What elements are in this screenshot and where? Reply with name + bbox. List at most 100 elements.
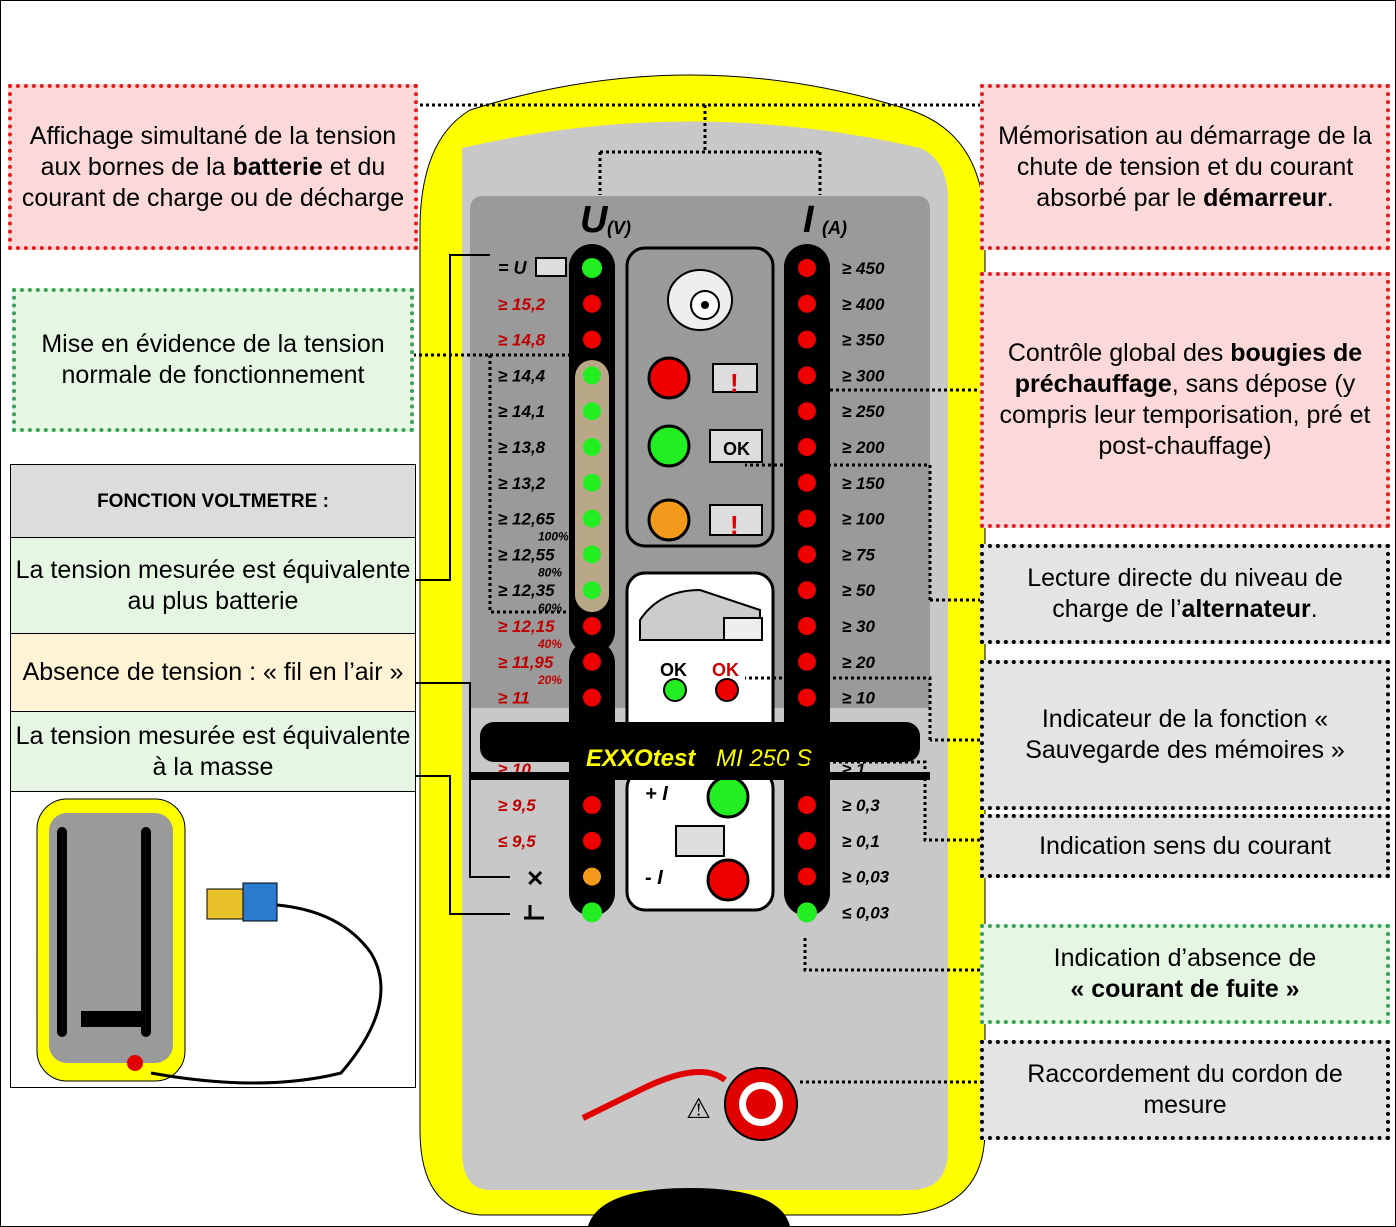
- callout-dir-text: Indication sens du courant: [1039, 831, 1331, 860]
- callout-glow-post: , sans dépose (y compris leur temporisat…: [999, 370, 1371, 460]
- i-axis-label: I: [803, 199, 815, 241]
- u-scale-label: ≥ 14,1: [498, 402, 545, 421]
- callout-memo-pre: Mémorisation au démarrage de la chute de…: [998, 121, 1372, 212]
- u-led: [582, 258, 602, 278]
- callout-glow-plugs: Contrôle global des bougies de préchauff…: [980, 272, 1390, 528]
- callout-display-post: et du courant de charge ou de décharge: [21, 152, 405, 212]
- led-current-positive: [706, 775, 750, 819]
- u-scale-label: ≥ 14,4: [498, 366, 546, 385]
- i-led: [798, 402, 816, 421]
- svg-text:!: !: [730, 368, 739, 398]
- i-led: [798, 867, 816, 886]
- led-alternator-ok: [647, 424, 691, 468]
- direction-battery-icon: [675, 825, 725, 857]
- leader-lines: [413, 103, 980, 1084]
- callout-current-direction: Indication sens du courant: [980, 814, 1390, 878]
- u-axis-unit: (V): [607, 218, 631, 238]
- i-led: [798, 652, 816, 671]
- module-alternator: [625, 246, 775, 548]
- i-scale-label: ≥ 200: [842, 438, 885, 457]
- i-led: [798, 545, 816, 564]
- callout-memo-bold: démarreur: [1203, 183, 1327, 212]
- voltmeter-function-box: FONCTION VOLTMETRE : La tension mesurée …: [10, 464, 416, 1088]
- i-led: [798, 330, 816, 349]
- u-led: [583, 330, 601, 349]
- u-led: [583, 867, 601, 886]
- u-pct-label: 20%: [537, 673, 562, 687]
- model-name: MI 250 S: [716, 745, 812, 772]
- alternator-icon: [667, 269, 733, 331]
- callout-alt-post: .: [1310, 595, 1318, 623]
- u-leds: [582, 258, 602, 923]
- test-lead: [581, 1069, 727, 1121]
- i-scale-label: ≥ 50: [842, 581, 876, 600]
- u-pct-label: 40%: [537, 637, 562, 651]
- u-led: [583, 581, 601, 600]
- u-scale-label: ≥ 13,8: [498, 438, 546, 457]
- u-pct-label: 80%: [538, 565, 562, 579]
- led-alternator-fault: [647, 356, 691, 400]
- u-scale-label: ≥ 14,8: [498, 331, 546, 350]
- svg-text:!: !: [730, 510, 739, 540]
- i-scale-label: ≥ 0,1: [842, 832, 880, 851]
- i-scale-label: ≥ 350: [842, 331, 885, 350]
- battery-ok-icon: [709, 429, 763, 463]
- i-scale-label: ≥ 250: [842, 402, 885, 421]
- i-scale-label: ≥ 75: [842, 545, 876, 564]
- u-scale-label: ≥ 12,15: [498, 617, 555, 636]
- save-ok-label: OK: [660, 660, 687, 680]
- glowplug-icon: !: [709, 504, 763, 540]
- callout-alt-bold: alternateur: [1181, 595, 1311, 623]
- i-axis-unit: (A): [822, 218, 847, 238]
- callout-display-pre: Affichage simultané de la tension aux bo…: [29, 121, 397, 181]
- i-led: [798, 617, 816, 635]
- i-led: [798, 438, 816, 456]
- i-scale-label: ≥ 450: [842, 259, 885, 278]
- led-glowplug: [647, 498, 691, 542]
- u-scale-label: ≥ 11: [498, 689, 530, 708]
- u-led: [583, 402, 601, 421]
- i-scale-label: ≥ 30: [842, 617, 876, 636]
- voltmeter-photo: [36, 798, 383, 1085]
- u-led: [583, 688, 601, 707]
- u-led: [583, 366, 601, 385]
- u-led: [583, 294, 601, 313]
- battery-ok-label: OK: [723, 439, 750, 459]
- u-led: [583, 438, 601, 456]
- u-led: [583, 796, 601, 814]
- led-save-ok: [663, 678, 687, 702]
- callout-starter-memory: Mémorisation au démarrage de la chute de…: [980, 84, 1390, 250]
- callout-save-text: Indicateur de la fonction « Sauvegarde d…: [1025, 705, 1345, 764]
- i-led: [798, 473, 816, 492]
- voltmeter-row-open-wire: Absence de tension : « fil en l’air »: [11, 634, 415, 712]
- u-axis-label: U: [580, 199, 609, 241]
- u-scale-label: ≥ 13,2: [498, 474, 546, 493]
- u-led: [583, 831, 601, 850]
- u-pct-label: 100%: [538, 530, 569, 544]
- i-scale-label: ≥ 300: [842, 366, 885, 385]
- callout-memory-save: Indicateur de la fonction « Sauvegarde d…: [980, 660, 1390, 810]
- i-scale-label: ≥ 400: [842, 295, 885, 314]
- callout-glow-pre: Contrôle global des: [1007, 339, 1231, 367]
- i-led: [798, 366, 816, 385]
- warning-icon: ⚠: [686, 1093, 711, 1124]
- voltmeter-leader-lines: [416, 254, 510, 915]
- callout-simultaneous-display: Affichage simultané de la tension aux bo…: [8, 84, 418, 250]
- callout-normal-text: Mise en évidence de la tension normale d…: [41, 330, 385, 389]
- u-scale-label: ≤ 9,5: [498, 832, 536, 851]
- callout-memo-post: .: [1326, 183, 1334, 212]
- callout-alt-pre: Lecture directe du niveau de charge de l…: [1027, 564, 1343, 623]
- u-scale-label: ≥ 12,65: [498, 510, 555, 529]
- i-led: [798, 796, 816, 814]
- u-led: [583, 545, 601, 564]
- u-led: [583, 652, 601, 671]
- i-led: [798, 509, 816, 528]
- voltmeter-row-ground: La tension mesurée est équivalente à la …: [11, 712, 415, 792]
- u-label-battery: = U: [498, 258, 528, 278]
- callout-alternator: Lecture directe du niveau de charge de l…: [980, 544, 1390, 644]
- u-battery-icon: [535, 257, 567, 277]
- i-scale-label: ≥ 100: [842, 510, 885, 529]
- i-led: [797, 902, 817, 923]
- u-led: [583, 473, 601, 492]
